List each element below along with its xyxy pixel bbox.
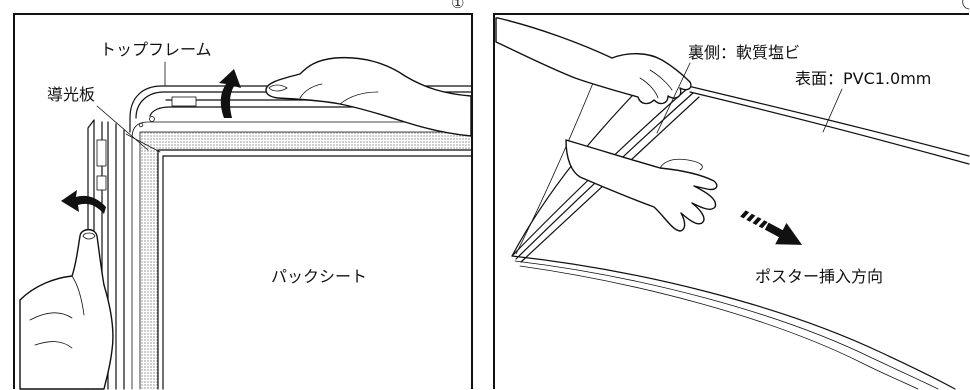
- hand-bottom-left: [19, 228, 114, 390]
- thumb-nail: [268, 84, 288, 92]
- screw-hole-small: [138, 122, 144, 128]
- light-guide-plate-edge: [125, 121, 472, 390]
- left-frame-clip-lower: [96, 175, 107, 191]
- hand-bottom-left-outline: [19, 228, 114, 390]
- hand-holding-sheet-outline: [495, 17, 692, 105]
- back-sheet-edge: [157, 149, 472, 390]
- arrow-shaft: [764, 222, 785, 239]
- hand-crease: [299, 83, 379, 105]
- hand-holding-sheet-fingers: [639, 69, 673, 99]
- cushion-band-edge: [139, 131, 472, 390]
- back-sheet-label: パックシート: [271, 267, 367, 286]
- top-frame-window: [171, 96, 197, 107]
- cushion-band: [140, 132, 471, 389]
- hand-top-right-outline: [265, 56, 472, 137]
- top-frame-label: トップフレーム: [100, 40, 212, 59]
- top-frame-rail-2: [135, 91, 472, 119]
- front-side-label: 表面：PVC1.0mm: [795, 69, 931, 88]
- front-side-leader: [822, 88, 843, 133]
- arrow-stripe: [758, 220, 768, 229]
- left-panel-border: [13, 13, 473, 389]
- hand-holding-sheet: [495, 17, 692, 105]
- poster-sheet: [511, 65, 970, 390]
- finger-curls: [29, 275, 85, 349]
- back-side-leader: [656, 62, 691, 134]
- light-guide-label: 導光板: [47, 85, 95, 104]
- hand-pushing-sheet-outline: [565, 139, 718, 232]
- right-panel: 裏側：軟質塩ビ 表面：PVC1.0mm ポスター挿入方向: [493, 0, 970, 390]
- back-side-label: 裏側：軟質塩ビ: [688, 43, 800, 62]
- step-2-marker-partial: [962, 0, 970, 10]
- sheet-top-edge: [687, 85, 970, 165]
- screw-hole: [149, 116, 155, 122]
- pull-left-arrow-icon: [61, 190, 106, 214]
- lift-up-arrow-icon: [219, 69, 241, 118]
- left-frame-clip-upper: [96, 139, 107, 167]
- finger-nail: [82, 232, 96, 240]
- top-frame: [129, 85, 472, 133]
- sheet-bottom-edge-2: [514, 260, 939, 390]
- arrow-stripe: [752, 216, 762, 225]
- light-guide-leader: [96, 105, 149, 151]
- left-panel: ①: [13, 0, 473, 390]
- hand-pushing-sheet: [565, 139, 718, 232]
- arrow-stripe: [740, 210, 750, 219]
- sheet-bottom-edge: [511, 255, 956, 390]
- insert-direction-label: ポスター挿入方向: [755, 267, 883, 286]
- hand-top-right: [265, 56, 472, 137]
- top-frame-rail-outer: [129, 85, 472, 133]
- hand-pushing-sheet-thumb: [659, 158, 703, 171]
- step-1-marker: ①: [451, 0, 464, 12]
- back-flap-inner: [515, 65, 601, 255]
- insert-direction-arrow-icon: [740, 210, 803, 245]
- right-panel-border: [493, 13, 969, 389]
- arrow-stripe: [746, 213, 756, 222]
- arrow-head: [775, 223, 803, 245]
